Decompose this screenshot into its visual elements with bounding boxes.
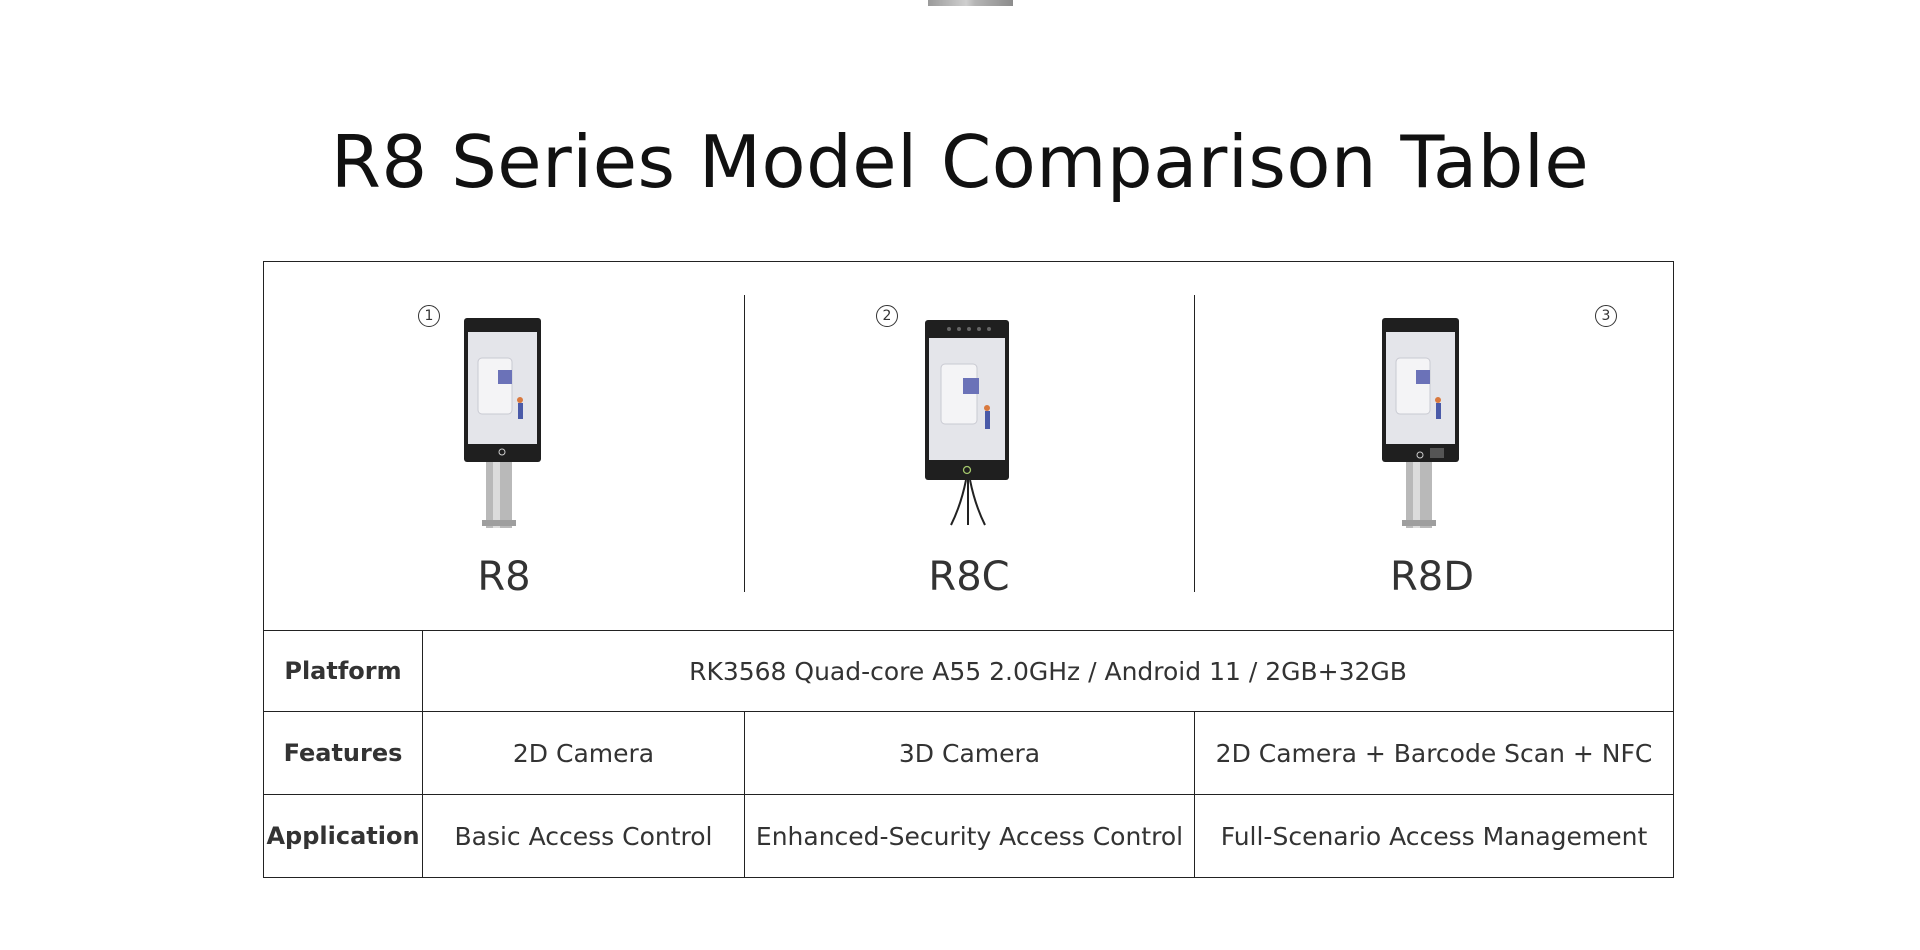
features-value-r8d: 2D Camera + Barcode Scan + NFC <box>1215 738 1653 768</box>
comparison-table: 1 R8 <box>263 261 1674 878</box>
features-value-r8: 2D Camera <box>512 738 655 768</box>
application-label: Application <box>266 822 420 850</box>
row-divider <box>264 794 1673 795</box>
features-value-r8c: 3D Camera <box>898 738 1041 768</box>
device-stand-fragment <box>928 0 1013 6</box>
platform-label: Platform <box>284 657 402 685</box>
product-row: 1 R8 <box>264 262 1673 631</box>
r8-device-image <box>464 318 544 528</box>
page-title: R8 Series Model Comparison Table <box>330 120 1590 205</box>
product-r8c: 2 <box>744 262 1194 631</box>
application-value-r8: Basic Access Control <box>454 821 713 851</box>
column-divider <box>744 711 745 878</box>
column-divider <box>744 295 745 592</box>
product-name: R8 <box>477 554 531 600</box>
column-divider <box>1194 295 1195 592</box>
column-divider <box>1194 711 1195 878</box>
product-r8d: 3 R8D <box>1194 262 1673 631</box>
row-divider <box>264 711 1673 712</box>
application-value-r8c: Enhanced-Security Access Control <box>755 821 1184 851</box>
product-number-badge: 2 <box>876 305 898 327</box>
r8d-device-image <box>1382 318 1462 528</box>
r8c-device-image <box>923 320 1013 530</box>
product-r8: 1 R8 <box>264 262 744 631</box>
product-number-badge: 1 <box>418 305 440 327</box>
product-name: R8C <box>928 554 1010 600</box>
product-number-badge: 3 <box>1595 305 1617 327</box>
features-label: Features <box>283 739 403 767</box>
label-column-divider <box>422 630 423 878</box>
product-name: R8D <box>1389 554 1475 600</box>
platform-value: RK3568 Quad-core A55 2.0GHz / Android 11… <box>689 656 1407 686</box>
application-value-r8d: Full-Scenario Access Management <box>1220 821 1648 851</box>
